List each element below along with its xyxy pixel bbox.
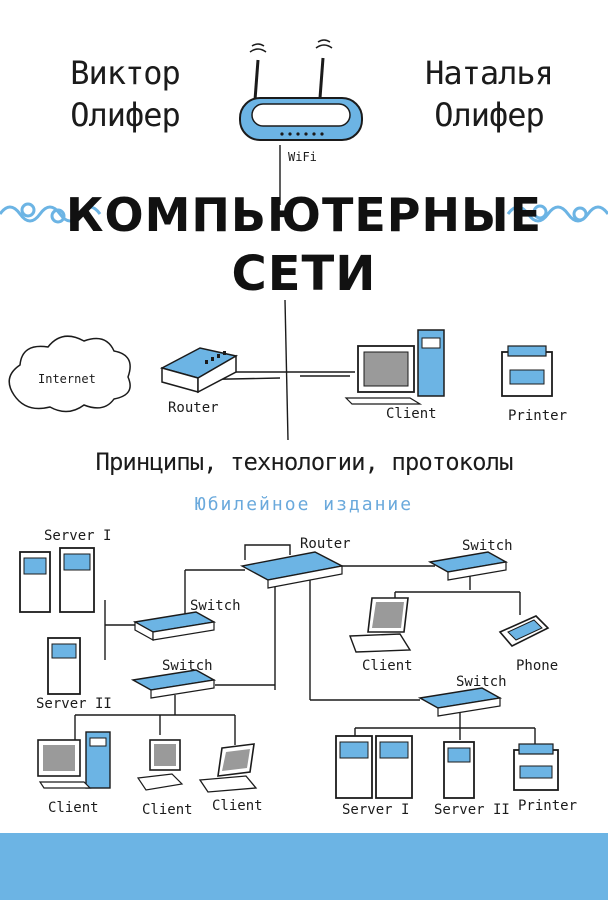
label-client-top: Client xyxy=(386,406,437,422)
label-wifi: WiFi xyxy=(288,150,317,164)
server-icon xyxy=(335,735,475,799)
laptop-icon xyxy=(349,597,412,653)
label-server1-left: Server I xyxy=(44,528,112,544)
label-printer-top: Printer xyxy=(508,408,568,424)
router-icon xyxy=(159,347,239,394)
label-phone: Phone xyxy=(516,658,559,674)
label-internet: Internet xyxy=(38,372,96,386)
book-subtitle: Принципы, технологии, протоколы xyxy=(95,448,514,476)
label-server1-bottom: Server I xyxy=(342,802,410,818)
author-right-last: Олифер xyxy=(434,96,545,134)
label-switch-left-bottom: Switch xyxy=(162,658,213,674)
author-right: Наталья Олифер xyxy=(404,52,574,136)
label-client-bottom-1: Client xyxy=(48,800,99,816)
server-icon xyxy=(19,547,95,695)
printer-icon xyxy=(513,743,559,791)
label-switch-left-top: Switch xyxy=(190,598,241,614)
label-router-top: Router xyxy=(168,400,219,416)
label-server2-left: Server II xyxy=(36,696,112,712)
author-right-first: Наталья xyxy=(425,54,554,92)
edition-label: Юбилейное издание xyxy=(194,494,414,515)
author-left-first: Виктор xyxy=(70,54,181,92)
label-switch-right-top: Switch xyxy=(462,538,513,554)
cloud-icon xyxy=(8,335,131,413)
label-server2-bottom: Server II xyxy=(434,802,510,818)
label-client-laptop-right: Client xyxy=(362,658,413,674)
connection-lines xyxy=(74,145,536,745)
label-router-center: Router xyxy=(300,536,351,552)
wave-decoration-right xyxy=(506,204,608,223)
bottom-color-band xyxy=(0,833,608,900)
label-client-bottom-3: Client xyxy=(212,798,263,814)
switch-icon xyxy=(130,551,509,717)
label-switch-right-bottom: Switch xyxy=(456,674,507,690)
desktop-computer-icon xyxy=(37,731,184,791)
wifi-router-icon xyxy=(239,39,363,141)
phone-icon xyxy=(498,615,550,647)
label-printer-bottom: Printer xyxy=(518,798,578,814)
printer-icon xyxy=(501,345,553,397)
wave-decoration-left xyxy=(0,202,102,224)
desktop-computer-icon xyxy=(344,329,445,405)
book-title-line2: СЕТИ xyxy=(231,246,377,302)
label-client-bottom-2: Client xyxy=(142,802,193,818)
author-left: Виктор Олифер xyxy=(50,52,200,136)
book-title-line1: КОМПЬЮТЕРНЫЕ xyxy=(65,188,543,242)
author-left-last: Олифер xyxy=(70,96,181,134)
laptop-icon xyxy=(198,743,258,793)
